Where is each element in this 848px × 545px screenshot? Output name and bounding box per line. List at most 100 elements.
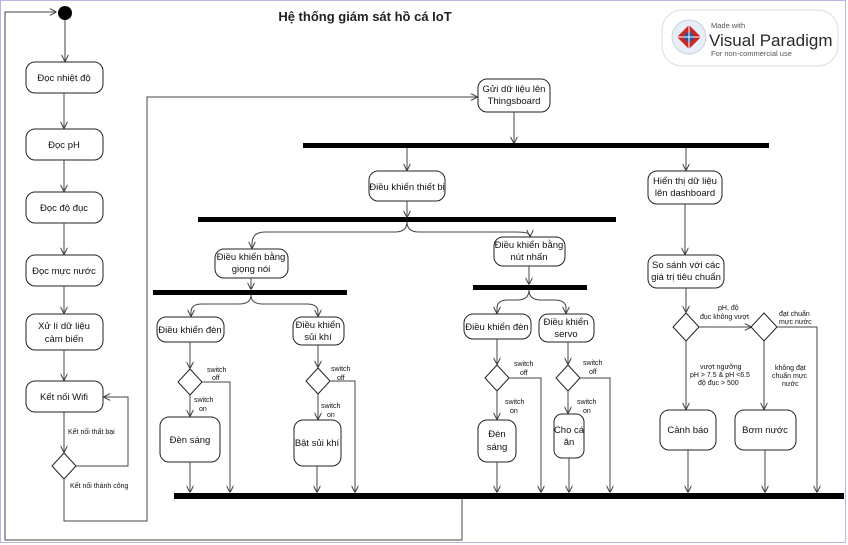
svg-text:Bơm nước: Bơm nước	[742, 425, 788, 436]
visual-paradigm-watermark: Made with Visual Paradigm For non-commer…	[661, 9, 839, 67]
svg-text:Đọc mực nước: Đọc mực nước	[32, 266, 96, 277]
fork-bar-main	[303, 143, 769, 148]
svg-text:ăn: ăn	[564, 437, 575, 448]
edge-join-loop-back	[4, 410, 463, 541]
edge-switch-off	[202, 381, 230, 492]
decision-muc-nuoc	[750, 312, 778, 342]
guard-off: off	[212, 375, 220, 382]
edge	[252, 221, 408, 248]
edge	[250, 294, 318, 316]
svg-text:Cảnh báo: Cảnh báo	[667, 425, 708, 436]
initial-node	[58, 6, 72, 20]
svg-text:Đọc độ đục: Đọc độ đục	[40, 203, 88, 214]
fork-bar-devices	[198, 217, 616, 222]
edge-switch-off	[509, 377, 541, 492]
guard-off: off	[589, 369, 597, 376]
guard-on: on	[199, 406, 207, 413]
svg-text:Bật sủi khí: Bật sủi khí	[295, 438, 340, 449]
action-dk-servo: Điều khiển servo	[538, 313, 595, 343]
svg-text:Điều khiển đèn: Điều khiển đèn	[158, 325, 221, 336]
svg-text:servo: servo	[554, 329, 577, 340]
edge	[406, 221, 530, 236]
svg-text:Đèn sáng: Đèn sáng	[170, 435, 211, 446]
svg-text:Kết nối Wifi: Kết nối Wifi	[40, 392, 88, 403]
action-ket-noi-wifi: Kết nối Wifi	[25, 380, 104, 413]
guard-vuot-nguong-1: vượt ngưỡng	[700, 364, 742, 371]
watermark-line2: Visual Paradigm	[709, 31, 832, 50]
action-dieu-khien-thiet-bi: Điều khiển thiết bị	[368, 170, 446, 202]
join-bar	[174, 493, 844, 499]
guard-off: off	[337, 375, 345, 382]
action-den-sang-voice: Đèn sáng	[159, 416, 221, 463]
visual-paradigm-logo-icon	[671, 19, 707, 55]
decision-switch-den-voice	[177, 368, 203, 396]
svg-text:Thingsboard: Thingsboard	[488, 96, 541, 107]
decision-switch-sui-khi	[305, 367, 331, 395]
guard-switch: switch	[194, 397, 214, 404]
svg-text:Gửi dữ liệu lên: Gửi dữ liệu lên	[483, 84, 546, 95]
guard-ph-do-2: đục không vượt	[700, 314, 749, 321]
watermark-line3: For non-commercial use	[711, 49, 792, 58]
guard-switch: switch	[331, 366, 351, 373]
svg-text:Đọc pH: Đọc pH	[48, 140, 80, 151]
guard-ket-noi-that-bai: Kết nối thất bại	[68, 427, 115, 436]
edge	[191, 294, 252, 316]
guard-switch: switch	[321, 403, 341, 410]
action-xu-li-du-lieu: Xử lí dữ liệu cảm biến	[25, 313, 104, 351]
edge-switch-off	[330, 380, 355, 492]
guard-khong-dat-3: nước	[782, 381, 799, 388]
svg-text:So sánh với các: So sánh với các	[652, 260, 720, 271]
guard-switch: switch	[207, 367, 227, 374]
action-dk-nut-nhan: Điều khiển bằng nút nhấn	[493, 236, 566, 267]
action-dk-den-button: Điều khiển đèn	[463, 313, 532, 340]
guard-ph-do-1: pH, độ	[718, 305, 739, 312]
svg-text:cảm biến: cảm biến	[45, 334, 84, 345]
guard-off: off	[520, 370, 528, 377]
action-dk-den-voice: Điều khiển đèn	[156, 316, 225, 343]
action-doc-do-duc: Đọc độ đục	[25, 191, 104, 224]
guard-khong-dat-2: chuẩn mực	[772, 372, 808, 380]
edge	[528, 289, 566, 313]
svg-text:Đọc nhiệt độ: Đọc nhiệt độ	[37, 73, 90, 84]
guard-on: on	[510, 408, 518, 415]
edge-switch-off	[580, 377, 610, 492]
guard-vuot-nguong-2: pH > 7.5 & pH <6.5	[690, 372, 750, 379]
action-bat-sui-khi: Bật sủi khí	[293, 419, 342, 467]
svg-text:Hiển thị dữ liệu: Hiển thị dữ liệu	[653, 176, 717, 187]
action-den-sang-button: Đèn sáng	[477, 419, 517, 463]
svg-text:Điều khiển: Điều khiển	[544, 317, 589, 328]
edge-loop-to-start	[4, 12, 56, 410]
fork-bar-buttons	[473, 285, 587, 290]
decision-switch-den-button	[484, 364, 510, 392]
action-gui-du-lieu: Gửi dữ liệu lên Thingsboard	[477, 78, 551, 113]
decision-wifi	[51, 452, 77, 480]
decision-ph-do-duc	[672, 312, 700, 342]
svg-text:Cho cá: Cho cá	[554, 425, 585, 436]
guard-switch: switch	[583, 360, 603, 367]
action-canh-bao: Cảnh báo	[659, 409, 717, 451]
svg-text:Điều khiển: Điều khiển	[296, 320, 341, 331]
guard-switch: switch	[514, 361, 534, 368]
watermark-line1: Made with	[711, 21, 745, 30]
decision-switch-servo	[555, 364, 581, 392]
svg-text:sáng: sáng	[487, 442, 508, 453]
edge-to-gui-du-lieu	[63, 97, 477, 522]
action-doc-muc-nuoc: Đọc mực nước	[25, 254, 104, 287]
svg-text:Điều khiển bằng: Điều khiển bằng	[217, 252, 286, 263]
svg-text:Điều khiển đèn: Điều khiển đèn	[465, 322, 528, 333]
action-bom-nuoc: Bơm nước	[734, 409, 797, 451]
edge-dat-chuan	[777, 326, 817, 492]
action-dk-giong-noi: Điều khiển bằng giọng nói	[214, 248, 289, 279]
svg-text:lên dashboard: lên dashboard	[655, 188, 715, 199]
guard-on: on	[583, 408, 591, 415]
svg-text:Điều khiển thiết bị: Điều khiển thiết bị	[369, 182, 445, 193]
svg-text:Xử lí dữ liệu: Xử lí dữ liệu	[38, 321, 90, 332]
edge	[497, 289, 530, 313]
edge-ket-noi-that-bai	[76, 397, 129, 467]
guard-on: on	[327, 412, 335, 419]
guard-switch: switch	[505, 399, 525, 406]
svg-text:sủi khí: sủi khí	[304, 332, 332, 343]
guard-ket-noi-thanh-cong: Kết nối thành công	[70, 481, 128, 490]
action-hien-thi-dashboard: Hiển thị dữ liệu lên dashboard	[647, 170, 723, 205]
